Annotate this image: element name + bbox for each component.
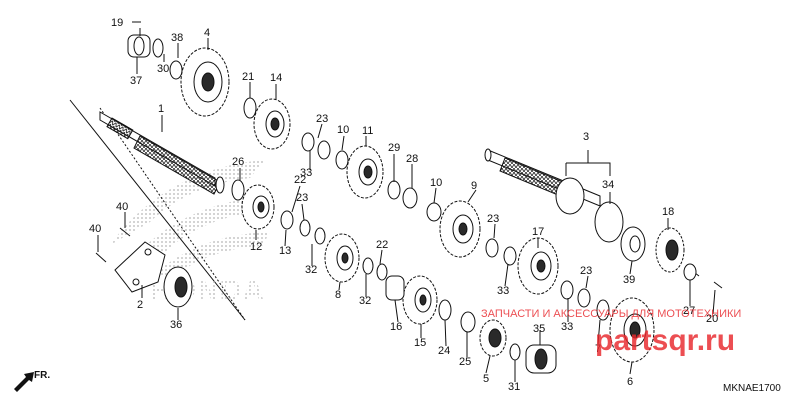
callout-4: 4 xyxy=(204,27,210,39)
callout-39: 39 xyxy=(623,274,635,286)
callout-23b: 23 xyxy=(296,192,308,204)
gear-14 xyxy=(253,98,291,150)
bearing-39 xyxy=(620,226,646,262)
callout-29: 29 xyxy=(388,142,400,154)
watermark-url: partsqr.ru xyxy=(595,324,735,357)
callout-10b: 10 xyxy=(430,177,442,189)
callout-23a: 23 xyxy=(316,113,328,125)
callout-7: 7 xyxy=(595,343,601,355)
callout-40b: 40 xyxy=(89,223,101,235)
callout-12: 12 xyxy=(250,241,262,253)
callout-27: 27 xyxy=(683,305,695,317)
callout-5: 5 xyxy=(483,373,489,385)
callout-32a: 32 xyxy=(305,264,317,276)
callout-17: 17 xyxy=(532,226,544,238)
gear-6 xyxy=(609,297,655,363)
gear-5 xyxy=(479,319,507,357)
bearing-16 xyxy=(385,275,405,301)
callout-33b: 33 xyxy=(497,285,509,297)
watermark-tagline: ЗАПЧАСТИ И АКСЕССУАРЫ ДЛЯ МОТОТЕХНИКИ xyxy=(481,308,741,320)
callout-35: 35 xyxy=(533,323,545,335)
callout-28: 28 xyxy=(406,153,418,165)
callout-18: 18 xyxy=(662,206,674,218)
small-washers xyxy=(152,38,697,361)
bearing-37 xyxy=(127,34,151,58)
countershaft xyxy=(484,148,601,215)
callout-21: 21 xyxy=(242,71,254,83)
gear-18 xyxy=(655,227,685,273)
callout-38: 38 xyxy=(171,32,183,44)
callout-26: 26 xyxy=(232,156,244,168)
callout-22a: 22 xyxy=(294,174,306,186)
callout-37: 37 xyxy=(130,75,142,87)
callout-33a: 33 xyxy=(300,167,312,179)
bearing-36 xyxy=(163,266,193,308)
callout-30: 30 xyxy=(157,63,169,75)
callout-34: 34 xyxy=(602,179,614,191)
bolt-40-upper xyxy=(119,227,131,237)
callout-31: 31 xyxy=(508,381,520,393)
direction-label: FR. xyxy=(34,370,50,381)
callout-19: 19 xyxy=(111,17,123,29)
callout-9: 9 xyxy=(471,180,477,192)
gear-4 xyxy=(180,47,230,117)
callout-1: 1 xyxy=(158,103,164,115)
mainshaft xyxy=(99,111,225,195)
bolt-20 xyxy=(713,281,723,289)
callout-24: 24 xyxy=(438,345,450,357)
callout-numbers: 19 38 4 37 30 21 14 1 23 10 11 29 28 33 … xyxy=(89,17,718,393)
gear-9 xyxy=(439,200,481,258)
callout-2: 2 xyxy=(137,299,143,311)
callout-33c: 33 xyxy=(561,321,573,333)
callout-23c: 23 xyxy=(487,213,499,225)
callout-20: 20 xyxy=(706,313,718,325)
bearing-holder-plate xyxy=(114,241,166,293)
bolt-40-lower xyxy=(95,252,107,263)
callout-40a: 40 xyxy=(116,201,128,213)
callout-14: 14 xyxy=(270,72,282,84)
gear-8 xyxy=(324,233,360,283)
callout-11: 11 xyxy=(362,125,373,137)
fr-arrow-icon: FR. xyxy=(14,370,50,392)
callout-leader-lines xyxy=(97,21,716,382)
callout-36: 36 xyxy=(170,319,182,331)
gear-11 xyxy=(346,145,384,199)
bearing-35 xyxy=(525,344,557,374)
callout-32b: 32 xyxy=(359,295,371,307)
callout-6: 6 xyxy=(627,376,633,388)
callout-15: 15 xyxy=(414,337,426,349)
callout-13: 13 xyxy=(279,245,291,257)
gear-17 xyxy=(517,237,559,295)
callout-3: 3 xyxy=(583,131,589,143)
diagram-code: MKNAE1700 xyxy=(723,383,781,394)
gear-15 xyxy=(402,275,438,325)
callout-10a: 10 xyxy=(337,124,349,136)
callout-25: 25 xyxy=(459,356,471,368)
gear-12 xyxy=(241,184,275,230)
watermark: ЗАПЧАСТИ И АКСЕССУАРЫ ДЛЯ МОТОТЕХНИКИ pa… xyxy=(481,308,741,357)
honda-wing-logo: HONDA xyxy=(69,99,270,321)
callout-8: 8 xyxy=(335,289,341,301)
callout-23d: 23 xyxy=(580,265,592,277)
callout-22b: 22 xyxy=(376,239,388,251)
callout-16: 16 xyxy=(390,321,402,333)
